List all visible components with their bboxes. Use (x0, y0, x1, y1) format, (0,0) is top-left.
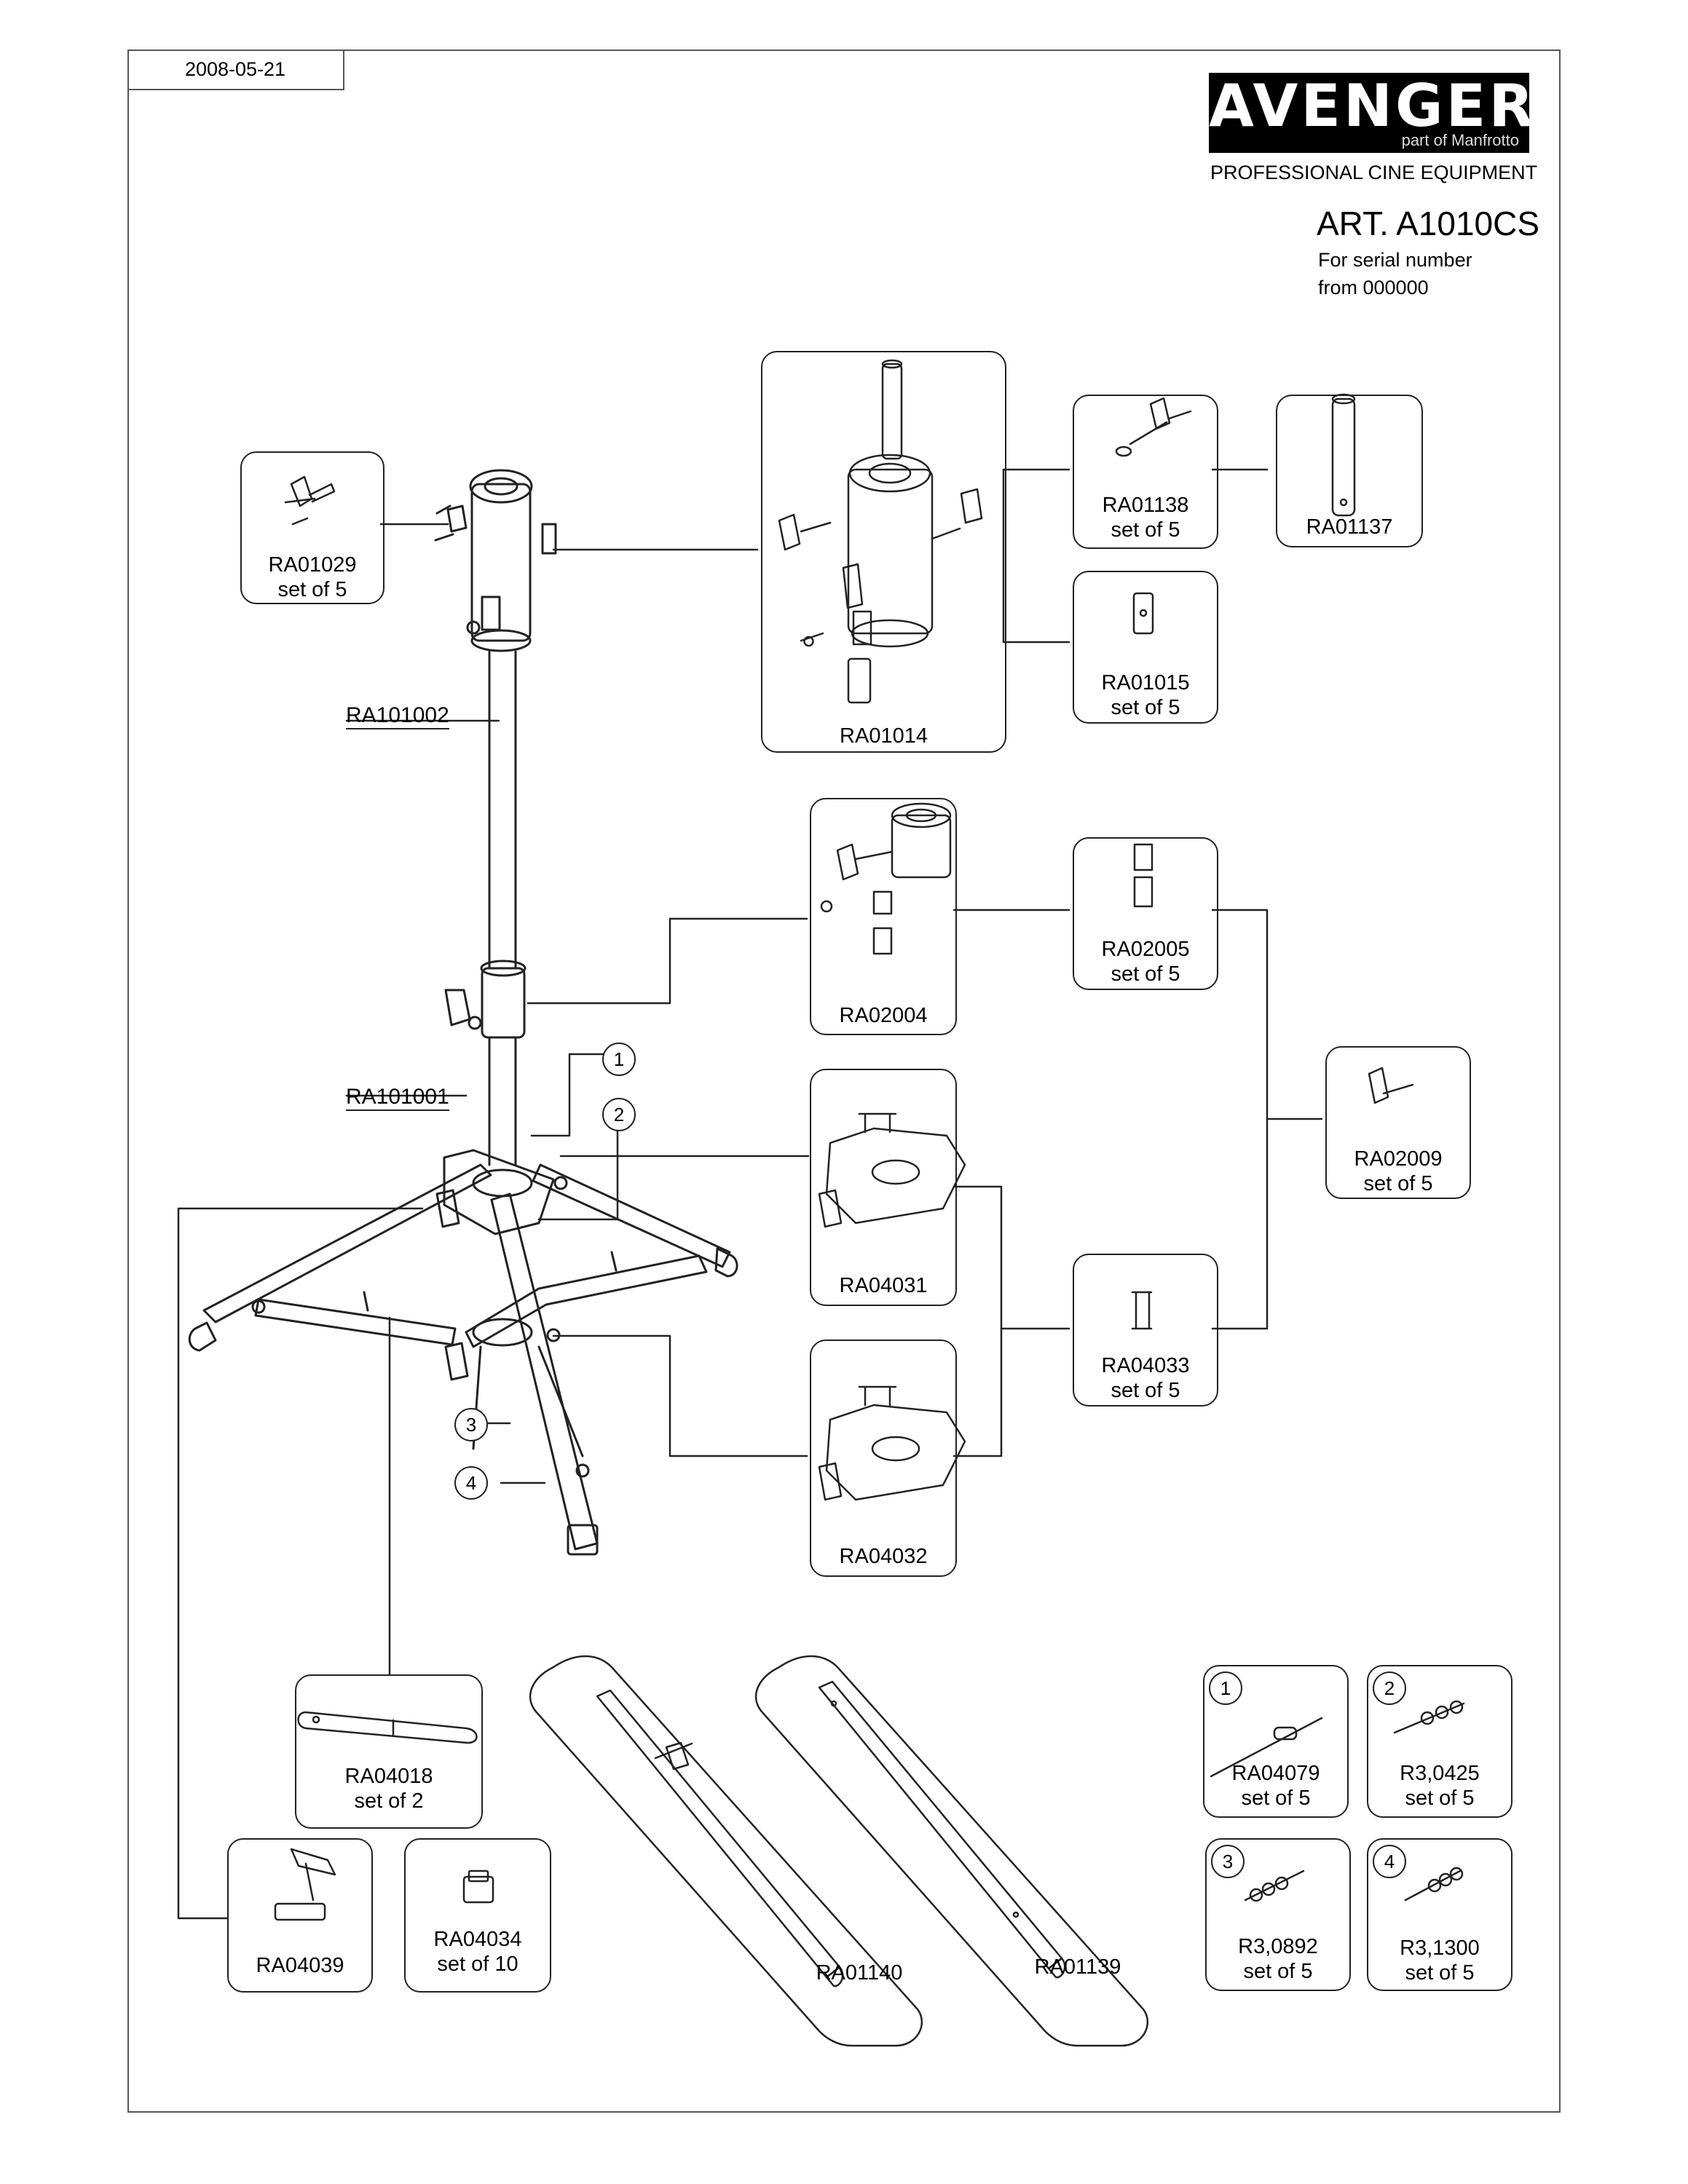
part-box-ra01029 (240, 451, 384, 604)
ra02004-drawing (820, 802, 952, 955)
part-box-r30425 (1367, 1665, 1513, 1818)
part-box-ra01015 (1073, 571, 1218, 724)
leader-lines (177, 468, 1323, 1920)
stand-callout-4: 4 (454, 1466, 488, 1500)
ra01015-drawing (1132, 592, 1154, 635)
lower-tube-label: RA101001 (346, 1085, 449, 1111)
part-code: RA01029 (268, 553, 357, 577)
part-box-ra04079 (1203, 1665, 1349, 1818)
part-code: RA04034 (433, 1928, 522, 1951)
callout-3: 3 (1211, 1845, 1245, 1878)
part-code: RA04033 (1101, 1354, 1190, 1377)
ra04031-drawing (818, 1112, 966, 1228)
part-set: set of 5 (277, 578, 347, 601)
logo-subtitle: part of Manfrotto (1401, 131, 1519, 149)
part-box-ra04034 (404, 1838, 551, 1993)
serial-line-1: For serial number (1318, 249, 1472, 271)
ra01137-drawing (1331, 393, 1356, 517)
part-box-ra02004 (810, 798, 957, 1035)
part-box-ra01137 (1276, 395, 1423, 547)
part-code: RA02009 (1354, 1147, 1443, 1171)
part-code: RA04031 (839, 1274, 928, 1297)
part-set: set of 5 (1241, 1787, 1311, 1810)
ra04034-drawing (462, 1870, 494, 1904)
part-set: set of 5 (1111, 696, 1180, 719)
part-box-ra04033 (1073, 1254, 1218, 1406)
part-set: set of 5 (1363, 1172, 1433, 1195)
ra02009-drawing (1368, 1067, 1414, 1104)
part-code: RA01015 (1101, 671, 1190, 695)
part-box-r30892 (1205, 1838, 1351, 1991)
upper-tube-label: RA101002 (346, 703, 449, 729)
article-number: ART. A1010CS (1317, 205, 1540, 242)
stand-callout-2: 2 (602, 1098, 636, 1131)
part-code: RA01138 (1102, 494, 1189, 517)
part-box-ra04018 (295, 1674, 483, 1829)
stand-callout-3: 3 (454, 1408, 488, 1441)
part-set: set of 5 (1111, 518, 1180, 542)
part-code-ra01139: RA01139 (1034, 1955, 1121, 1979)
ra01138-drawing (1115, 397, 1192, 457)
date-box: 2008-05-21 (127, 50, 344, 90)
drawing-frame (127, 50, 1561, 2113)
stand-drawing (188, 469, 738, 1556)
part-box-ra02005 (1073, 837, 1218, 990)
part-box-r31300 (1367, 1838, 1513, 1991)
part-code: RA04039 (256, 1954, 344, 1977)
part-set: set of 5 (1405, 1961, 1475, 1985)
ra04039-drawing (274, 1848, 336, 1921)
part-set: set of 5 (1405, 1787, 1475, 1810)
ra02005-drawing (1133, 843, 1153, 908)
callout-4: 4 (1373, 1845, 1406, 1878)
part-code: RA04079 (1231, 1762, 1320, 1785)
part-set: set of 5 (1111, 962, 1180, 986)
callout-1: 1 (1209, 1671, 1242, 1705)
part-code-ra01140: RA01140 (816, 1961, 903, 1985)
ra01139-drawing (818, 1680, 1066, 1979)
part-code: RA02004 (839, 1004, 928, 1027)
ra04033-drawing (1131, 1291, 1153, 1330)
part-code: RA04032 (839, 1545, 928, 1568)
part-box-ra02009 (1325, 1046, 1471, 1199)
ra01014-drawing (778, 359, 983, 704)
ra04018-drawing (297, 1711, 478, 1744)
callout-2: 2 (1373, 1671, 1406, 1705)
avenger-logo: AVENGER part of Manfrotto (1209, 72, 1537, 153)
serial-info: For serial number from 000000 (1318, 246, 1472, 301)
serial-line-2: from 000000 (1318, 277, 1429, 298)
part-code: R3,0425 (1400, 1762, 1480, 1785)
part-set: set of 10 (437, 1952, 518, 1976)
bolt-drawings (1210, 1700, 1465, 1902)
part-set: set of 5 (1111, 1379, 1180, 1402)
tagline: PROFESSIONAL CINE EQUIPMENT (1210, 162, 1538, 183)
part-box-ra01014 (761, 351, 1006, 753)
part-code: R3,0892 (1238, 1935, 1318, 1958)
part-code: R3,1300 (1400, 1936, 1480, 1960)
ra01140-drawing (596, 1689, 844, 1987)
part-code: RA01014 (840, 724, 928, 748)
part-set: set of 5 (1243, 1960, 1313, 1983)
ra01029-drawing (284, 475, 336, 526)
ra04032-drawing (818, 1385, 966, 1501)
logo-brand: AVENGER (1209, 72, 1537, 140)
part-code: RA01137 (1306, 515, 1393, 539)
stand-callout-1: 1 (602, 1042, 636, 1076)
part-box-ra04032 (810, 1340, 957, 1577)
part-set: set of 2 (354, 1789, 424, 1813)
part-box-ra01138 (1073, 395, 1218, 549)
part-code: RA04018 (344, 1765, 433, 1788)
part-code: RA02005 (1101, 938, 1190, 961)
part-box-ra04031 (810, 1069, 957, 1306)
part-box-ra04039 (227, 1838, 373, 1993)
